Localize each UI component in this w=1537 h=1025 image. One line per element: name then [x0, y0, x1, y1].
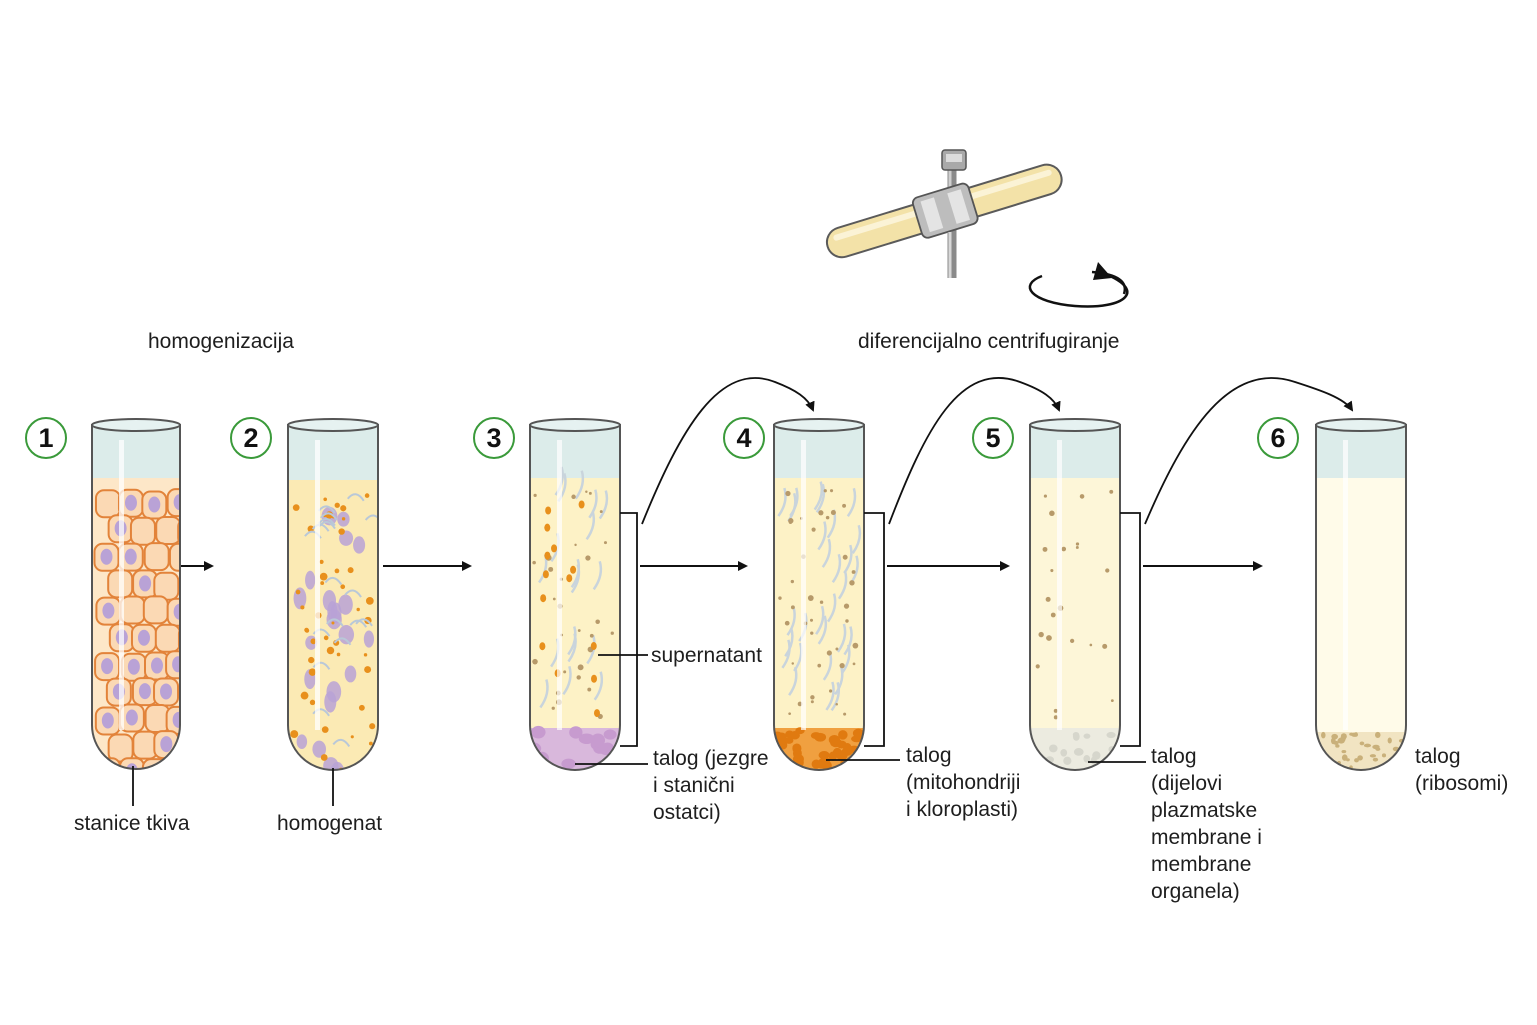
pellet4-line1: talog [906, 744, 952, 767]
centrifuge-rotor [825, 149, 1063, 278]
pellet3-line1: talog (jezgre [653, 747, 769, 770]
step-badge-2: 2 [230, 417, 272, 459]
pellet5-line2: (dijelovi [1151, 772, 1223, 795]
label-pellet-tube6: talog (ribosomi) [1415, 743, 1508, 797]
bracket-tube5 [1120, 512, 1141, 747]
pellet-ribosomes [1316, 732, 1406, 770]
pellet5-line3: plazmatske [1151, 799, 1258, 822]
pellet5-line4: membrane i [1151, 826, 1262, 849]
homogenate-particles [290, 493, 378, 770]
test-tube-3 [529, 418, 621, 771]
supernatant-particles-4 [777, 481, 862, 716]
test-tube-5 [1029, 418, 1121, 771]
label-supernatant: supernatant [651, 644, 762, 667]
heading-centrifugation: diferencijalno centrifugiranje [858, 330, 1120, 353]
pellet6-line1: talog [1415, 745, 1461, 768]
test-tube-2 [287, 418, 379, 771]
step-badge-1: 1 [25, 417, 67, 459]
label-pellet-tube5: talog (dijelovi plazmatske membrane i me… [1151, 743, 1262, 905]
test-tube-4 [773, 418, 865, 771]
transfer-arrows [641, 377, 1354, 525]
test-tube-6 [1315, 418, 1407, 771]
step-badge-5: 5 [972, 417, 1014, 459]
rotation-arrow-icon [1028, 262, 1129, 308]
transfer-arrow-5-6 [1144, 377, 1354, 525]
pellet4-line3: i kloroplasti) [906, 798, 1019, 821]
pellet3-line3: ostatci) [653, 801, 721, 824]
pellet5-line6: organela) [1151, 880, 1240, 903]
label-leaders [132, 512, 1146, 806]
step-badge-3: 3 [473, 417, 515, 459]
heading-homogenization: homogenizacija [148, 330, 294, 353]
pellet5-line5: membrane [1151, 853, 1252, 876]
bracket-tube4 [864, 512, 885, 747]
transfer-arrow-3-4 [641, 377, 815, 525]
label-tissue-cells: stanice tkiva [74, 812, 190, 835]
step-badge-4: 4 [723, 417, 765, 459]
label-pellet-tube3: talog (jezgre i stanični ostatci) [653, 745, 769, 826]
supernatant-particles-5 [1035, 489, 1114, 720]
tissue-cells [93, 488, 180, 769]
transfer-arrow-4-5 [888, 377, 1061, 525]
pellet6-line2: (ribosomi) [1415, 772, 1509, 795]
bracket-tube3 [620, 512, 638, 747]
step-badge-6: 6 [1257, 417, 1299, 459]
pellet4-line2: (mitohondriji [906, 771, 1021, 794]
test-tube-1 [91, 418, 181, 770]
pellet5-line1: talog [1151, 745, 1197, 768]
pellet3-line2: i stanični [653, 774, 735, 797]
label-pellet-tube4: talog (mitohondriji i kloroplasti) [906, 742, 1020, 823]
label-homogenate: homogenat [277, 812, 383, 835]
